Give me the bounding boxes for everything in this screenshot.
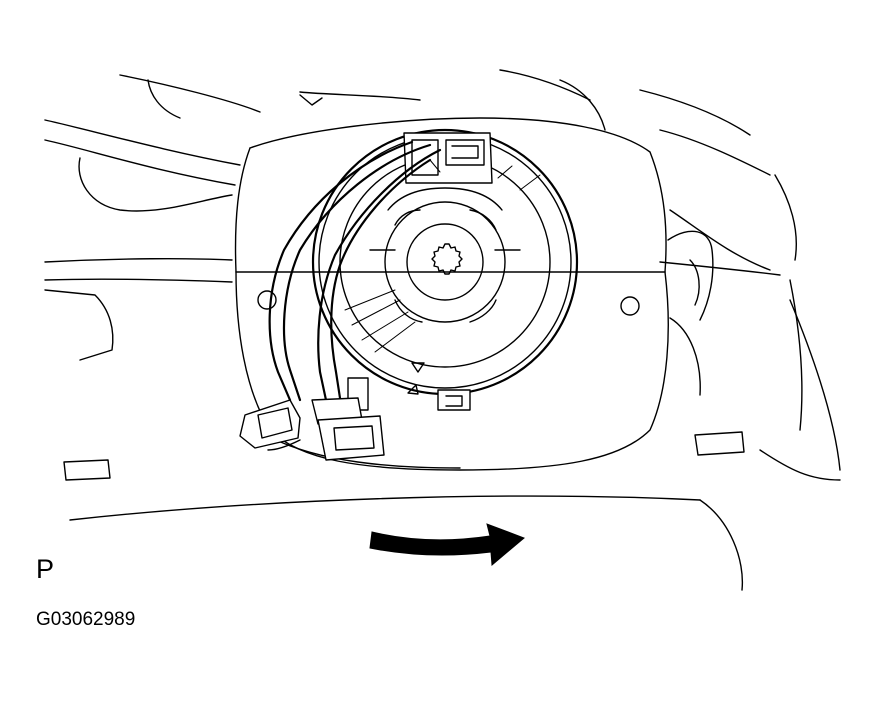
column-bracket bbox=[668, 231, 713, 395]
mounting-holes bbox=[258, 291, 639, 315]
curved-arrow-right-icon bbox=[370, 524, 524, 565]
background-slots bbox=[64, 432, 744, 480]
lower-connectors bbox=[240, 398, 384, 460]
top-connector bbox=[404, 133, 492, 183]
figure-code: G03062989 bbox=[36, 609, 136, 630]
steering-column-background bbox=[45, 70, 840, 590]
wire-harness bbox=[270, 142, 440, 400]
view-label: P bbox=[36, 554, 55, 584]
triangle-mark-icon bbox=[408, 363, 424, 394]
